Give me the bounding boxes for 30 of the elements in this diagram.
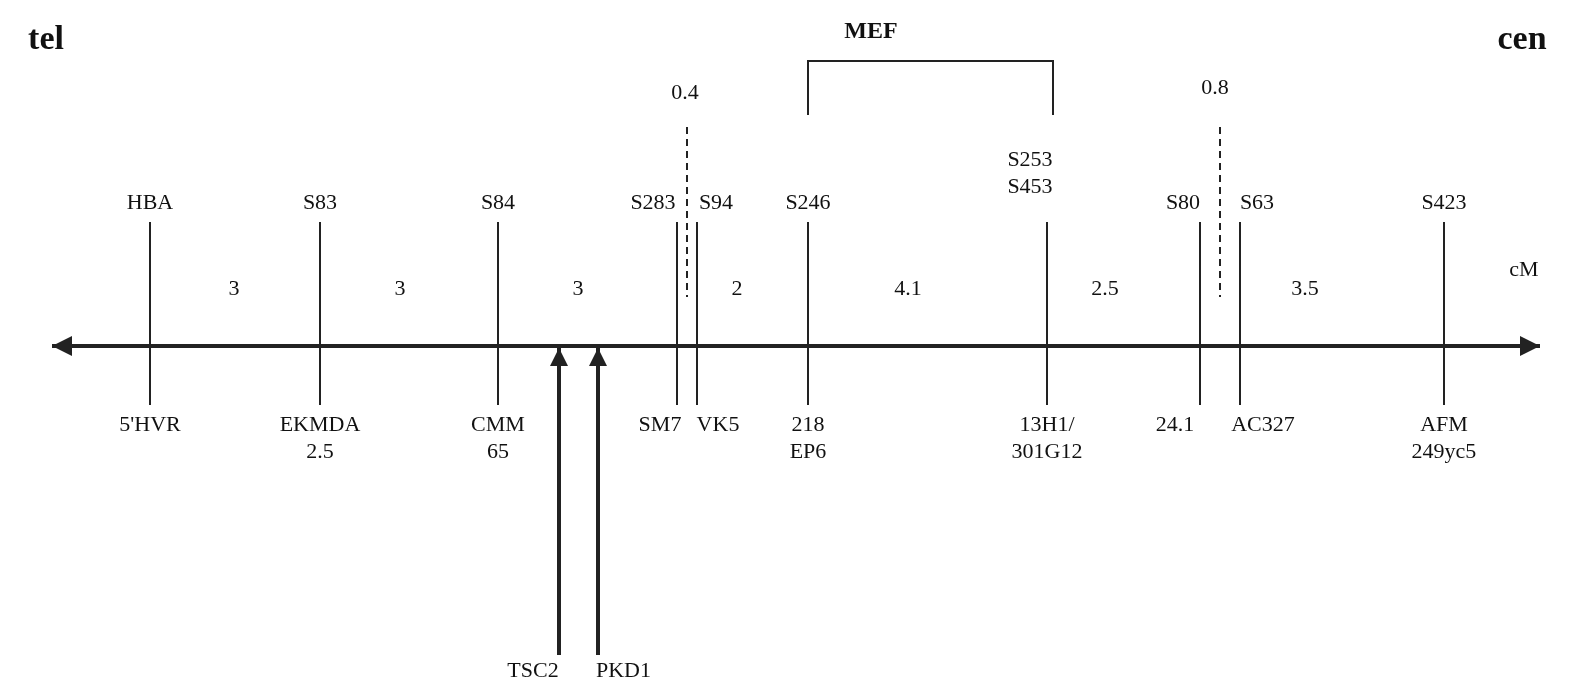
marker-label: S423 xyxy=(1420,188,1468,215)
heading-label: cen xyxy=(1496,18,1548,57)
marker-label: S246 xyxy=(784,188,832,215)
marker-label: CMM 65 xyxy=(470,410,526,464)
gene-label: TSC2 xyxy=(507,657,559,683)
marker-label: 218 EP6 xyxy=(788,410,828,464)
marker-label: S283 xyxy=(629,188,677,215)
marker-label: S83 xyxy=(301,188,339,215)
marker-label: EKMDA 2.5 xyxy=(278,410,362,464)
marker-label: 24.1 xyxy=(1154,410,1196,437)
arrow xyxy=(589,348,607,655)
unit-label: cM xyxy=(1508,255,1540,282)
marker-label: AFM 249yc5 xyxy=(1410,410,1478,464)
marker-label: 5'HVR xyxy=(118,410,182,437)
heading-label: tel xyxy=(27,18,65,57)
marker-label: SM7 xyxy=(637,410,683,437)
marker-label: AC327 xyxy=(1230,410,1296,437)
arrow xyxy=(550,348,568,655)
marker-label: VK5 xyxy=(695,410,741,437)
marker-label: 13H1/ 301G12 xyxy=(1010,410,1084,464)
marker-label: S80 xyxy=(1164,188,1202,215)
distance-label: 0.4 xyxy=(670,78,700,105)
marker-label: S94 xyxy=(697,188,735,215)
marker-label: S84 xyxy=(479,188,517,215)
marker-label: HBA xyxy=(125,188,175,215)
distance-label: 0.8 xyxy=(1200,73,1230,100)
gene-label: PKD1 xyxy=(596,657,648,683)
marker-label: S253 S453 xyxy=(1006,145,1054,199)
marker-label: S63 xyxy=(1238,188,1276,215)
heading-label: MEF xyxy=(843,16,899,45)
